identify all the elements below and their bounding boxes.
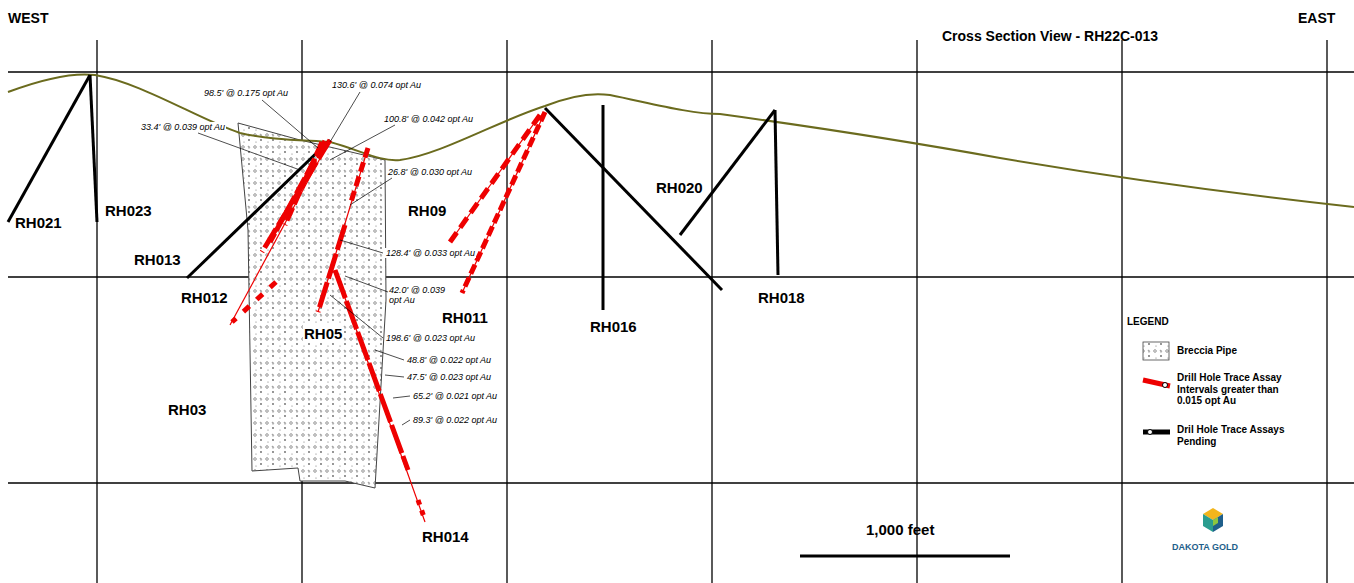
legend-entry: Drill Hole Trace Assay Intervals greater… xyxy=(1177,372,1297,407)
pending-holes xyxy=(8,75,778,310)
assay-note: 128.4' @ 0.033 opt Au xyxy=(385,248,476,258)
legend-entry: Breccia Pipe xyxy=(1177,345,1297,357)
hole-label: RH013 xyxy=(133,251,182,268)
legend-entry: Dril Hole Trace Assays Pending xyxy=(1177,424,1287,447)
direction-label: EAST xyxy=(1298,10,1335,26)
hole-label: RH011 xyxy=(441,309,489,326)
assay-note: 65.2' @ 0.021 opt Au xyxy=(412,391,498,401)
assay-note: 33.4' @ 0.039 opt Au xyxy=(140,122,226,132)
direction-label: WEST xyxy=(8,10,48,26)
assay-note: 100.8' @ 0.042 opt Au xyxy=(383,114,474,124)
legend-heading: LEGEND xyxy=(1127,316,1169,328)
grid xyxy=(8,40,1354,583)
assay-note: 47.5' @ 0.023 opt Au xyxy=(406,372,492,382)
assay-note: 42.0' @ 0.039 opt Au xyxy=(388,285,448,306)
hole-label: RH012 xyxy=(180,289,229,306)
assay-note: 98.5' @ 0.175 opt Au xyxy=(203,88,289,98)
legend-breccia-sample xyxy=(1143,342,1169,360)
company-logo-text: DAKOTA GOLD xyxy=(1172,542,1238,552)
hole-label: RH016 xyxy=(589,318,638,335)
hole-label: RH018 xyxy=(757,289,806,306)
breccia-pipe xyxy=(238,123,386,488)
hole-label: RH021 xyxy=(14,214,63,231)
scale-bar xyxy=(800,555,1010,558)
assay-note: 89.3' @ 0.022 opt Au xyxy=(412,415,498,425)
assay-note: 26.8' @ 0.030 opt Au xyxy=(387,167,473,177)
hole-label: RH05 xyxy=(303,325,343,342)
legend-pending-sample xyxy=(1143,430,1170,435)
assay-note: 198.6' @ 0.023 opt Au xyxy=(385,333,476,343)
hole-label: RH014 xyxy=(421,528,470,545)
assay-note: 48.8' @ 0.022 opt Au xyxy=(406,355,492,365)
section-title: Cross Section View - RH22C-013 xyxy=(942,28,1158,44)
hole-label: RH03 xyxy=(168,401,206,418)
legend-assay-dot xyxy=(1163,383,1168,388)
assay-holes xyxy=(230,112,545,522)
dakota-logo xyxy=(1203,508,1223,532)
hole-label: RH020 xyxy=(655,179,704,196)
hole-label: RH09 xyxy=(407,202,447,219)
leader-lines xyxy=(198,92,410,425)
topography xyxy=(8,74,1354,207)
assay-note: 130.6' @ 0.074 opt Au xyxy=(331,80,422,90)
hole-label: RH023 xyxy=(104,202,153,219)
scale-label: 1,000 feet xyxy=(866,521,934,538)
legend-pending-dot xyxy=(1148,430,1153,435)
